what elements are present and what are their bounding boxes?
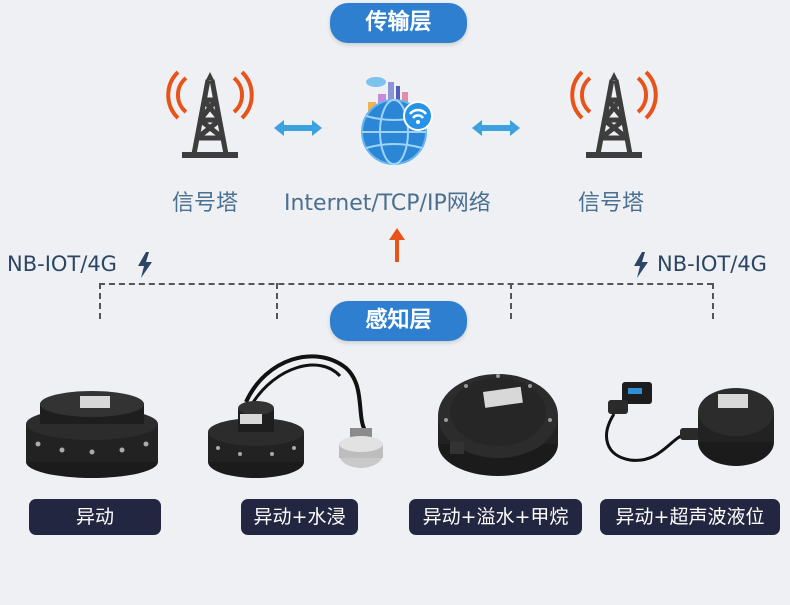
left-tower-label: 信号塔 xyxy=(172,191,239,216)
device-image-water-immersion xyxy=(208,354,383,478)
connector-drop xyxy=(712,283,714,319)
signal-tower-icon xyxy=(166,70,254,158)
connector-line xyxy=(99,283,713,285)
perception-layer-title: 感知层 xyxy=(330,301,467,341)
double-arrow-icon xyxy=(472,120,520,136)
bolt-icon xyxy=(138,252,152,278)
transport-layer-title: 传输层 xyxy=(330,3,467,43)
device-label: 异动 xyxy=(29,499,161,535)
bolt-icon xyxy=(634,252,648,278)
right-link-label: NB-IOT/4G xyxy=(657,252,767,276)
device-image-overflow-methane xyxy=(438,374,558,476)
device-image-ultrasonic-level xyxy=(605,382,774,466)
connector-drop xyxy=(99,283,101,319)
left-link-label: NB-IOT/4G xyxy=(7,252,117,276)
device-label: 异动+水浸 xyxy=(241,499,358,535)
internet-globe-icon xyxy=(361,77,433,165)
device-image-displacement xyxy=(26,391,158,478)
connector-drop xyxy=(510,283,512,319)
device-label: 异动+溢水+甲烷 xyxy=(409,499,582,535)
signal-tower-icon xyxy=(570,70,658,158)
up-arrow-icon xyxy=(389,228,405,262)
connector-drop xyxy=(276,283,278,319)
right-tower-label: 信号塔 xyxy=(578,191,645,216)
center-network-label: Internet/TCP/IP网络 xyxy=(284,191,491,216)
double-arrow-icon xyxy=(274,120,322,136)
device-label: 异动+超声波液位 xyxy=(600,499,780,535)
